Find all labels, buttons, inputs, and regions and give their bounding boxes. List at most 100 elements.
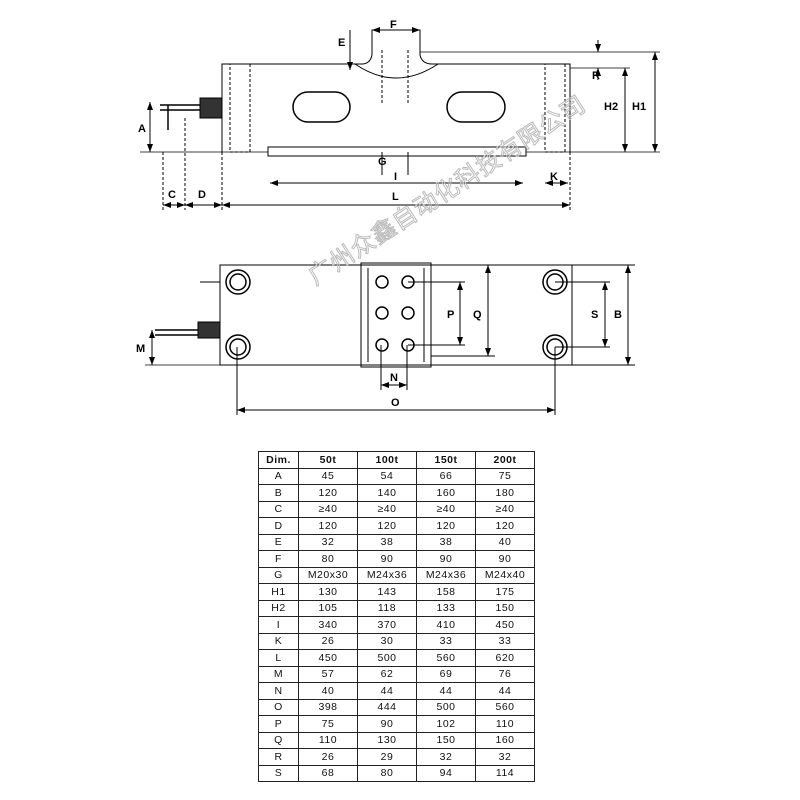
table-row: C≥40≥40≥40≥40 bbox=[258, 500, 535, 518]
table-cell: 398 bbox=[298, 698, 358, 716]
dim-label: I bbox=[258, 616, 299, 634]
table-cell: 75 bbox=[475, 467, 535, 485]
dim-label: L bbox=[258, 649, 299, 667]
dim-label: O bbox=[258, 698, 299, 716]
label-F: F bbox=[390, 19, 397, 31]
dim-label: A bbox=[258, 467, 299, 485]
table-cell: 160 bbox=[416, 484, 476, 502]
table-cell: 26 bbox=[298, 632, 358, 650]
dim-label: S bbox=[258, 764, 299, 782]
table-cell: 66 bbox=[416, 467, 476, 485]
table-cell: 44 bbox=[416, 682, 476, 700]
table-cell: 80 bbox=[357, 764, 417, 782]
table-cell: 120 bbox=[416, 517, 476, 535]
table-cell: M24x36 bbox=[357, 566, 417, 584]
table-cell: 560 bbox=[475, 698, 535, 716]
table-cell: 175 bbox=[475, 583, 535, 601]
table-cell: 45 bbox=[298, 467, 358, 485]
top-view bbox=[145, 262, 635, 415]
table-cell: 120 bbox=[298, 517, 358, 535]
label-B: B bbox=[614, 309, 622, 321]
side-view-labels: A C D E F G I K L R H1 H2 bbox=[138, 19, 646, 203]
table-cell: 90 bbox=[357, 550, 417, 568]
table-cell: 130 bbox=[298, 583, 358, 601]
table-cell: 30 bbox=[357, 632, 417, 650]
table-cell: 560 bbox=[416, 649, 476, 667]
table-cell: 180 bbox=[475, 484, 535, 502]
table-cell: 38 bbox=[357, 533, 417, 551]
label-P: P bbox=[447, 309, 454, 321]
table-cell: 76 bbox=[475, 665, 535, 683]
dim-label: H1 bbox=[258, 583, 299, 601]
table-cell: 120 bbox=[475, 517, 535, 535]
table-cell: 68 bbox=[298, 764, 358, 782]
table-cell: 32 bbox=[416, 748, 476, 766]
table-cell: M20x30 bbox=[298, 566, 358, 584]
table-cell: 110 bbox=[475, 715, 535, 733]
column-header: 200t bbox=[475, 451, 535, 469]
table-cell: 44 bbox=[475, 682, 535, 700]
dim-label: M bbox=[258, 665, 299, 683]
table-cell: 102 bbox=[416, 715, 476, 733]
table-cell: 120 bbox=[298, 484, 358, 502]
label-E: E bbox=[338, 37, 345, 49]
label-N: N bbox=[390, 372, 398, 384]
table-cell: 80 bbox=[298, 550, 358, 568]
dim-label: D bbox=[258, 517, 299, 535]
table-cell: 57 bbox=[298, 665, 358, 683]
table-cell: 90 bbox=[416, 550, 476, 568]
side-view bbox=[140, 27, 660, 210]
table-cell: ≥40 bbox=[298, 500, 358, 518]
label-K: K bbox=[550, 171, 558, 183]
table-cell: 150 bbox=[416, 731, 476, 749]
label-R: R bbox=[592, 70, 600, 82]
dim-label: B bbox=[258, 484, 299, 502]
dim-label: R bbox=[258, 748, 299, 766]
label-D: D bbox=[198, 189, 206, 201]
table-cell: 44 bbox=[357, 682, 417, 700]
table-cell: 94 bbox=[416, 764, 476, 782]
table-cell: 370 bbox=[357, 616, 417, 634]
table-cell: 410 bbox=[416, 616, 476, 634]
table-cell: 69 bbox=[416, 665, 476, 683]
table-cell: 33 bbox=[475, 632, 535, 650]
table-cell: M24x36 bbox=[416, 566, 476, 584]
dim-label: N bbox=[258, 682, 299, 700]
column-header: Dim. bbox=[258, 451, 299, 469]
label-H1: H1 bbox=[632, 101, 646, 113]
table-cell: ≥40 bbox=[357, 500, 417, 518]
table-cell: 32 bbox=[298, 533, 358, 551]
table-cell: 500 bbox=[357, 649, 417, 667]
column-header: 50t bbox=[298, 451, 358, 469]
table-cell: ≥40 bbox=[475, 500, 535, 518]
dim-label: Q bbox=[258, 731, 299, 749]
label-I: I bbox=[394, 171, 397, 183]
table-cell: 33 bbox=[416, 632, 476, 650]
table-cell: 620 bbox=[475, 649, 535, 667]
dim-label: E bbox=[258, 533, 299, 551]
table-cell: 114 bbox=[475, 764, 535, 782]
table-cell: 75 bbox=[298, 715, 358, 733]
column-header: 100t bbox=[357, 451, 417, 469]
table-cell: 120 bbox=[357, 517, 417, 535]
dim-label: F bbox=[258, 550, 299, 568]
table-cell: 133 bbox=[416, 599, 476, 617]
